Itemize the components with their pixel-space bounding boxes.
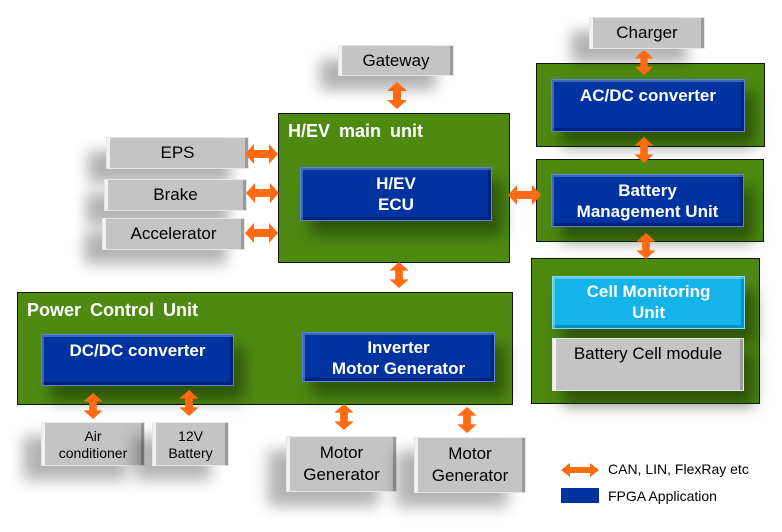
cell-monitoring-unit-block[interactable]: Cell Monitoring Unit [552, 276, 745, 329]
dcdc-converter-label: DC/DC converter [69, 341, 206, 360]
brake-box[interactable]: Brake [104, 179, 247, 211]
motor-generator-2-box[interactable]: Motor Generator [414, 437, 526, 493]
battery-cell-module-block[interactable]: Battery Cell module [552, 338, 744, 391]
gateway-main-arrow-icon [386, 82, 408, 109]
inverter-motor-generator-block[interactable]: Inverter Motor Generator [302, 332, 495, 382]
inverter-mg1-arrow-icon [333, 404, 355, 430]
acdc-bmu-arrow-icon [633, 137, 655, 163]
dcdc-converter-block[interactable]: DC/DC converter [41, 334, 234, 386]
cell-monitoring-line1: Cell Monitoring [586, 282, 711, 301]
legend-fpga-label: FPGA Application [608, 488, 717, 504]
bmu-line1: Battery [618, 181, 677, 200]
gateway-box[interactable]: Gateway [338, 45, 454, 76]
accelerator-label: Accelerator [130, 224, 217, 243]
eps-main-arrow-icon [245, 144, 278, 164]
battery-12v-line1: 12V [178, 428, 203, 444]
battery-cell-module-label: Battery Cell module [573, 344, 723, 363]
hev-main-unit-title: H/EV main unit [288, 121, 424, 141]
legend-fpga-swatch [561, 488, 599, 503]
power-control-unit-title: Power Control Unit [27, 300, 198, 320]
gateway-label: Gateway [362, 51, 430, 70]
bmu-cell-arrow-icon [635, 233, 657, 259]
motor-generator-1-line1: Motor [319, 443, 364, 462]
charger-acdc-arrow-icon [633, 50, 655, 75]
hev-ecu-line2: ECU [378, 195, 414, 214]
charger-label: Charger [616, 23, 678, 42]
accelerator-main-arrow-icon [245, 223, 278, 243]
acdc-converter-block[interactable]: AC/DC converter [551, 79, 745, 132]
legend-bus-arrow-icon [561, 463, 599, 477]
motor-generator-2-line2: Generator [431, 466, 509, 485]
main-pcu-arrow-icon [388, 262, 410, 288]
air-conditioner-line1: Air [84, 428, 102, 444]
inverter-line1: Inverter [367, 338, 430, 357]
brake-label: Brake [153, 185, 198, 204]
air-conditioner-box[interactable]: Air conditioner [41, 422, 145, 466]
battery-12v-line2: Battery [168, 445, 213, 461]
dcdc-12v-arrow-icon [178, 390, 200, 416]
battery-12v-box[interactable]: 12V Battery [152, 422, 229, 466]
inverter-line2: Motor Generator [331, 359, 466, 378]
motor-generator-1-box[interactable]: Motor Generator [286, 436, 397, 492]
motor-generator-2-line1: Motor [448, 444, 492, 463]
acdc-converter-label: AC/DC converter [579, 86, 717, 105]
motor-generator-1-line2: Generator [303, 465, 380, 484]
charger-box[interactable]: Charger [589, 17, 705, 49]
battery-management-unit-block[interactable]: Battery Management Unit [551, 174, 744, 227]
air-conditioner-line2: conditioner [58, 445, 128, 461]
brake-main-arrow-icon [246, 183, 279, 203]
accelerator-box[interactable]: Accelerator [102, 218, 245, 250]
eps-label: EPS [160, 143, 195, 162]
main-bmu-arrow-icon [508, 185, 541, 205]
inverter-mg2-arrow-icon [456, 407, 478, 433]
bmu-line2: Management Unit [576, 202, 719, 221]
hev-ecu-block[interactable]: H/EV ECU [300, 167, 492, 221]
eps-box[interactable]: EPS [106, 137, 249, 169]
dcdc-aircon-arrow-icon [82, 393, 104, 419]
legend-bus-label: CAN, LIN, FlexRay etc [608, 461, 749, 477]
hev-ecu-line1: H/EV [376, 174, 416, 193]
cell-monitoring-line2: Unit [631, 303, 666, 322]
